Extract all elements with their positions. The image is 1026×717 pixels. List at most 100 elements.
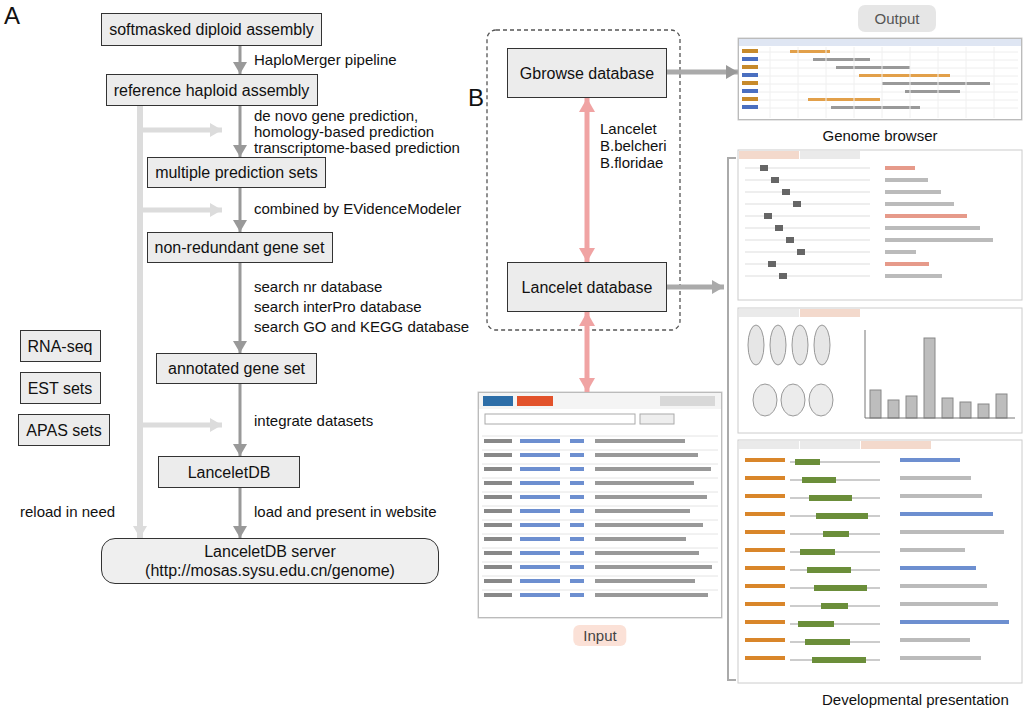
process-box: reference haploid assembly [106, 74, 318, 106]
screenshot-detail [595, 579, 695, 583]
screenshot-caption: Input [573, 625, 626, 646]
screenshot-detail [771, 177, 779, 183]
screenshot-detail [793, 201, 801, 207]
screenshot-detail [667, 285, 724, 290]
screenshot-detail [745, 566, 785, 570]
screenshot-detail [487, 30, 680, 330]
screenshot-detail [482, 590, 718, 591]
screenshot-detail [900, 620, 1009, 624]
node-text: reference haploid assembly [114, 81, 310, 100]
screenshot-detail [770, 325, 786, 365]
annotation-text: search interPro database [254, 299, 422, 315]
screenshot-detail [900, 656, 981, 660]
screenshot-detail [885, 274, 942, 278]
screenshot-detail [745, 530, 785, 534]
screenshot-detail [900, 512, 993, 516]
screenshot-detail [836, 66, 910, 69]
screenshot-detail [482, 562, 718, 563]
screenshot-detail [798, 621, 834, 627]
screenshot-detail [484, 495, 512, 499]
screenshot-detail [520, 565, 560, 569]
annotation-text: transcriptome-based prediction [254, 140, 460, 156]
screenshot-detail [595, 481, 694, 485]
edge-label: reload in need [20, 504, 115, 520]
screenshot-detail [938, 47, 939, 118]
screenshot-detail [745, 264, 870, 265]
edge-label: integrate datasets [254, 413, 373, 429]
screenshot-detail [745, 602, 785, 606]
screenshot-detail [960, 402, 971, 418]
screenshot-detail [826, 47, 827, 118]
process-box: annotated gene set [156, 353, 317, 384]
screenshot-detail [570, 439, 584, 443]
screenshot-detail [924, 338, 935, 418]
genome-browser-screenshot: Genome browser [738, 38, 1022, 120]
screenshot-detail [595, 495, 707, 499]
screenshot-detail [809, 384, 833, 416]
screenshot-detail [520, 439, 560, 443]
screenshot-detail [484, 565, 512, 569]
screenshot-detail [660, 396, 715, 406]
screenshot-detail [143, 208, 222, 213]
input-data-box: RNA-seq [20, 330, 101, 362]
screenshot-detail [745, 180, 870, 181]
panel-letter: B [468, 84, 484, 112]
screenshot-detail [640, 414, 674, 424]
database-box: Lancelet database [507, 262, 667, 312]
screenshot-detail [742, 52, 1018, 53]
screenshot-detail [595, 453, 698, 457]
screenshot-detail [570, 453, 584, 457]
screenshot-detail [479, 39, 1021, 663]
screenshot-detail [570, 551, 584, 555]
node-text: LanceletDB server (http://mosas.sysu.edu… [102, 542, 438, 580]
screenshot-detail [728, 158, 736, 680]
screenshot-detail [595, 537, 686, 541]
screenshot-detail [517, 396, 553, 406]
screenshot-detail [800, 549, 835, 555]
screenshot-detail [742, 60, 1018, 61]
screenshot-detail [482, 534, 718, 535]
screenshot-detail [814, 325, 830, 365]
screenshot-detail [865, 418, 1015, 419]
screenshot-detail [994, 47, 995, 118]
screenshot-detail [742, 89, 758, 93]
screenshot-detail [882, 82, 990, 85]
screenshot-detail [742, 97, 758, 101]
screenshot-detail [870, 390, 881, 418]
screenshot-detail [885, 250, 916, 254]
screenshot-detail [595, 523, 703, 527]
flow-arrow [239, 488, 242, 538]
screenshot-detail [996, 394, 1007, 418]
screenshot-detail [865, 330, 866, 418]
screenshot-detail [484, 453, 512, 457]
screenshot-detail [484, 467, 512, 471]
screenshot-detail [520, 481, 560, 485]
database-box: Gbrowse database [507, 48, 667, 98]
screenshot-detail [478, 392, 722, 618]
screenshot-detail [485, 414, 635, 424]
flow-arrow [585, 98, 590, 262]
input-data-box: APAS sets [18, 414, 110, 446]
screenshot-detail [739, 39, 1021, 46]
screenshot-detail [570, 495, 584, 499]
screenshot-detail [484, 551, 512, 555]
screenshot-detail [742, 73, 758, 77]
screenshot-detail [812, 657, 866, 663]
screenshot-detail [885, 166, 915, 170]
screenshot-detail [745, 228, 870, 229]
node-text: Gbrowse database [520, 64, 654, 83]
screenshot-detail [802, 477, 836, 483]
flow-arrow [239, 46, 242, 74]
screenshot-detail [520, 453, 560, 457]
node-text: APAS sets [26, 421, 101, 440]
screenshot-detail [745, 548, 785, 552]
screenshot-detail [885, 262, 929, 266]
screenshot-detail [745, 656, 785, 660]
screenshot-detail [748, 325, 764, 365]
screenshot-detail [885, 178, 928, 182]
screenshot-detail [900, 566, 976, 570]
screenshot-detail [570, 467, 584, 471]
screenshot-detail [484, 439, 512, 443]
annotation-text: Developmental presentation [822, 692, 1009, 708]
